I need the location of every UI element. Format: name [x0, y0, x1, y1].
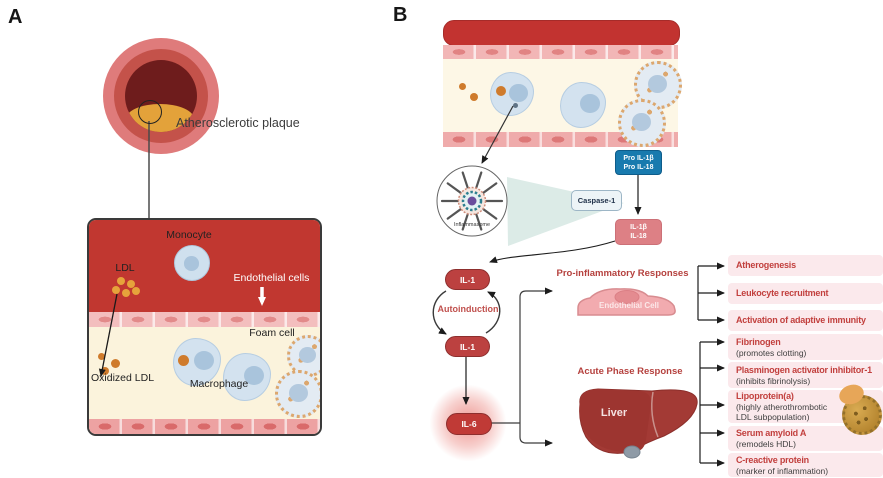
macrophage-cell-icon — [560, 82, 606, 128]
list-item-pai1: Plasminogen activator inhibitor-1 (inhib… — [728, 362, 883, 388]
outcome-label: C-reactive protein — [736, 454, 809, 465]
magnification-cone-icon — [507, 177, 624, 246]
inflammasome-dot-icon — [513, 103, 518, 108]
outcome-label: Serum amyloid A — [736, 428, 807, 438]
endothelium-strip-icon — [443, 45, 678, 59]
macrophage-cell-icon — [223, 353, 271, 401]
macrophage-cell-icon — [173, 338, 221, 386]
endothelium-strip-icon — [89, 419, 320, 434]
outcome-note: (promotes clotting) — [736, 347, 807, 358]
outcome-label: Fibrinogen — [736, 336, 781, 347]
il18-label: IL-18 — [630, 233, 647, 240]
pro-inflammatory-title: Pro-inflammatory Responses — [556, 268, 689, 279]
il6-pill: IL-6 — [446, 413, 492, 435]
autoinduction-label: Autoinduction — [437, 304, 499, 314]
plaque-label: Atherosclerotic plaque — [176, 116, 300, 130]
endothelial-cell-label: Endothelial Cell — [598, 301, 659, 310]
outcome-label: Leukocyte recruitment — [736, 288, 829, 298]
pro-il1b-label: Pro IL-1β — [623, 154, 654, 162]
outcome-note: (remodels HDL) — [736, 439, 796, 449]
list-item-adaptive-immunity: Activation of adaptive immunity — [728, 310, 883, 331]
proinflammatory-bracket — [697, 262, 725, 324]
list-item-atherogenesis: Atherogenesis — [728, 255, 883, 276]
gallbladder-icon — [623, 445, 641, 459]
outcome-label: Lipoprotein(a) — [736, 391, 794, 401]
branch-to-liver-arrow — [519, 423, 553, 447]
liver-label: Liver — [600, 407, 628, 419]
il1b-label: IL-1β — [630, 224, 647, 231]
ldl-particle-icon — [459, 83, 466, 90]
vessel-lumen-icon — [125, 60, 197, 132]
macrophage-label: Macrophage — [189, 378, 249, 390]
list-item-c-reactive-protein: C-reactive protein (marker of inflammati… — [728, 453, 883, 477]
list-item-fibrinogen: Fibrinogen (promotes clotting) — [728, 334, 883, 360]
oxidized-ldl-particle-icon — [98, 353, 105, 360]
lipoprotein-particle-icon — [836, 381, 882, 435]
engulfed-ldl-icon — [496, 86, 506, 96]
ldl-particle-icon — [122, 289, 130, 297]
panel-b-label: B — [393, 4, 408, 26]
acute-phase-bracket — [699, 338, 725, 467]
ldl-particle-icon — [132, 287, 140, 295]
il1-pill-bottom: IL-1 — [445, 336, 490, 357]
foam-cell-icon — [275, 370, 320, 418]
caspase-box: Caspase-1 — [571, 190, 622, 211]
foam-cell-icon — [618, 99, 666, 147]
ldl-particle-icon — [470, 93, 478, 101]
engulfed-ldl-icon — [178, 355, 189, 366]
panel-a-label: A — [8, 6, 23, 28]
ldl-particle-icon — [117, 277, 125, 285]
cleaved-il-box: IL-1β IL-18 — [615, 219, 662, 245]
liver-icon — [579, 388, 698, 459]
oxidized-ldl-label: Oxidized LDL — [91, 372, 155, 384]
ldl-label: LDL — [115, 262, 135, 274]
ldl-particle-icon — [112, 286, 120, 294]
oxidized-ldl-particle-icon — [111, 359, 120, 368]
outcome-note: (marker of inflammation) — [736, 465, 829, 476]
plaque-detail-box: Monocyte LDL Endothelial cells Foam cell… — [87, 218, 322, 436]
pro-il18-label: Pro IL-18 — [623, 163, 654, 171]
outcome-label: Atherogenesis — [736, 260, 796, 270]
endothelial-cells-label: Endothelial cells — [233, 272, 310, 284]
outcome-label: Plasminogen activator inhibitor-1 — [736, 364, 872, 375]
branch-to-proinflammatory-arrow — [519, 287, 553, 423]
endothelium-strip-icon — [89, 312, 320, 327]
blood-vessel-lumen-icon — [443, 20, 680, 46]
list-item-leukocyte-recruitment: Leukocyte recruitment — [728, 283, 883, 304]
il1-pill-top: IL-1 — [445, 269, 490, 290]
outcome-note: (inhibits fibrinolysis) — [736, 375, 811, 386]
outcome-label: Activation of adaptive immunity — [736, 315, 866, 325]
foam-cell-label: Foam cell — [249, 327, 295, 339]
inflammasome-label: Inflammasome — [453, 222, 491, 228]
il-to-il1-arrow — [489, 240, 616, 264]
pro-il-box: Pro IL-1β Pro IL-18 — [615, 150, 662, 175]
monocyte-label: Monocyte — [166, 229, 212, 241]
monocyte-cell-icon — [174, 245, 210, 281]
plaque-zoom-circle-icon — [138, 100, 162, 124]
ldl-particle-icon — [127, 280, 135, 288]
foam-cell-icon — [287, 335, 320, 377]
outcome-note: (highly atherothrombotic LDL subpopulati… — [736, 402, 828, 422]
acute-phase-title: Acute Phase Response — [577, 366, 683, 377]
